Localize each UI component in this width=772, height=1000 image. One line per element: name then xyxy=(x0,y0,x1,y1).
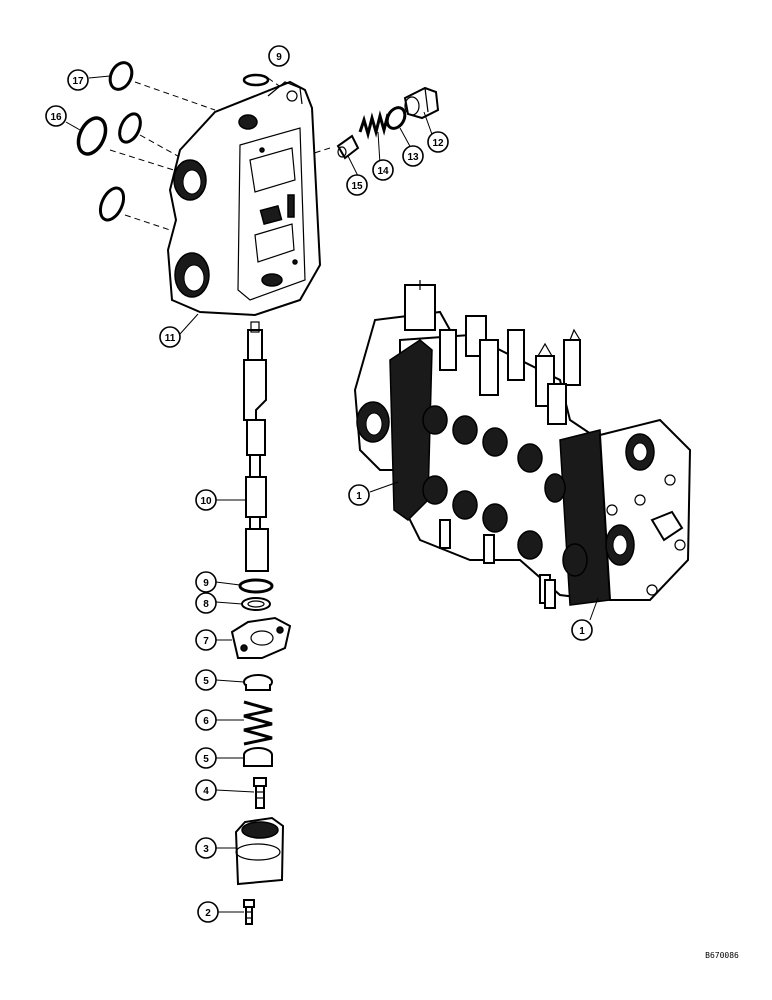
callout-9-label: 9 xyxy=(203,578,209,589)
washer-8 xyxy=(241,597,271,611)
plate-7 xyxy=(230,616,292,659)
callout-16: 16 xyxy=(45,105,67,127)
callout-7-label: 7 xyxy=(203,636,209,647)
callout-6-label: 6 xyxy=(203,716,209,727)
callout-3-label: 3 xyxy=(203,844,209,855)
poppet-15 xyxy=(336,134,360,160)
o-ring-16-small xyxy=(118,112,142,144)
o-ring-lower-port xyxy=(98,186,126,222)
callout-7: 7 xyxy=(195,629,217,651)
callout-15-label: 15 xyxy=(351,181,363,192)
callout-17-label: 17 xyxy=(72,76,84,87)
callout-8-label: 8 xyxy=(203,599,209,610)
callout-10-label: 10 xyxy=(200,496,212,507)
callout-12-label: 12 xyxy=(432,138,444,149)
callout-1-upper: 1 xyxy=(348,484,370,506)
o-ring-9-top xyxy=(242,73,270,87)
valve-section-housing xyxy=(166,80,322,317)
callout-3: 3 xyxy=(195,837,217,859)
callout-4-label: 4 xyxy=(203,786,209,797)
seat-5-upper xyxy=(243,674,273,691)
o-ring-13 xyxy=(385,106,407,130)
cap-3 xyxy=(234,816,285,886)
callout-16-label: 16 xyxy=(50,112,62,123)
callout-9-top-label: 9 xyxy=(276,52,282,63)
seat-5-lower xyxy=(243,747,273,767)
callout-9: 9 xyxy=(195,571,217,593)
callout-11-label: 11 xyxy=(165,333,176,344)
callout-2-label: 2 xyxy=(205,908,211,919)
callout-15: 15 xyxy=(346,174,368,196)
callout-11: 11 xyxy=(159,326,181,348)
callout-14: 14 xyxy=(372,159,394,181)
assembled-valve-bank xyxy=(353,280,692,609)
callout-13: 13 xyxy=(402,145,424,167)
o-ring-9-lower xyxy=(238,578,274,594)
callout-5-lower-label: 5 xyxy=(203,754,209,765)
spring-6 xyxy=(243,700,273,746)
spring-14 xyxy=(358,110,390,140)
callout-6: 6 xyxy=(195,709,217,731)
callout-5-upper: 5 xyxy=(195,669,217,691)
callout-14-label: 14 xyxy=(377,166,389,177)
screw-2 xyxy=(243,899,255,925)
leader-lines xyxy=(65,75,599,913)
callout-13-label: 13 xyxy=(407,152,419,163)
callout-5-lower: 5 xyxy=(195,747,217,769)
o-ring-17 xyxy=(108,61,134,91)
callout-10: 10 xyxy=(195,489,217,511)
callout-17: 17 xyxy=(67,69,89,91)
callout-9-top: 9 xyxy=(268,45,290,67)
o-ring-16 xyxy=(76,116,108,156)
callout-12: 12 xyxy=(427,131,449,153)
callout-1-upper-label: 1 xyxy=(356,491,362,502)
callout-8: 8 xyxy=(195,592,217,614)
spool-10 xyxy=(243,321,269,572)
reference-code: B670086 xyxy=(705,951,739,960)
bolt-4 xyxy=(253,777,267,809)
callout-1-lower-label: 1 xyxy=(579,626,585,637)
callout-4: 4 xyxy=(195,779,217,801)
plug-12 xyxy=(403,86,440,120)
callout-5-upper-label: 5 xyxy=(203,676,209,687)
callout-1-lower: 1 xyxy=(571,619,593,641)
callout-2: 2 xyxy=(197,901,219,923)
